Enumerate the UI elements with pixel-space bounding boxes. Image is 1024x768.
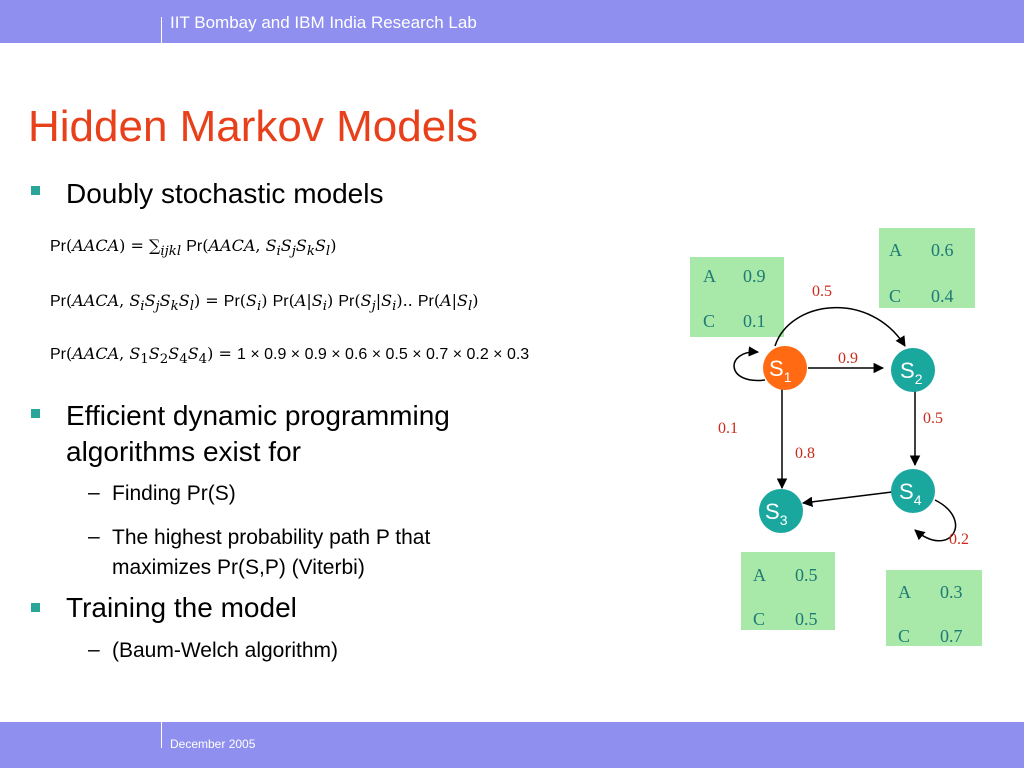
header-bar: IIT Bombay and IBM India Research Lab — [0, 0, 1024, 43]
state-node-s4 — [891, 469, 935, 513]
state-s1-index: 1 — [784, 369, 792, 385]
state-s4-index: 4 — [914, 492, 922, 508]
transition-s1-self-loop — [733, 346, 766, 382]
emission-table-s2: A 0.6 C 0.4 — [879, 228, 975, 308]
emission-s2-c-symbol: C — [889, 286, 901, 306]
sub-viterbi-line1: The highest probability path P that — [112, 526, 431, 549]
emission-s1-a-symbol: A — [703, 266, 716, 286]
state-s2-letter: S — [900, 358, 915, 383]
emission-box-s3 — [741, 552, 835, 630]
emission-s2-a-prob: 0.6 — [931, 240, 954, 260]
header-text: IIT Bombay and IBM India Research Lab — [170, 13, 477, 32]
emission-table-s1: A 0.9 C 0.1 — [690, 257, 784, 337]
emission-s4-c-prob: 0.7 — [940, 626, 963, 646]
bullet-marker — [31, 186, 40, 195]
svg-text:S3: S3 — [765, 499, 788, 528]
emission-s2-c-prob: 0.4 — [931, 286, 954, 306]
prob-label-s2-s4: 0.5 — [923, 410, 943, 427]
slide-title: Hidden Markov Models — [28, 102, 478, 151]
sub-baum-welch: (Baum-Welch algorithm) — [112, 639, 339, 662]
bullet-marker — [31, 603, 40, 612]
prob-label-s1-self: 0.1 — [718, 420, 738, 437]
sub-viterbi-line2: maximizes Pr(S,P) (Viterbi) — [112, 556, 365, 579]
state-node-s1 — [763, 346, 807, 390]
state-s4: S4 — [891, 469, 935, 513]
emission-box-s4 — [886, 570, 982, 646]
prob-label-s4-self: 0.2 — [949, 531, 969, 548]
state-node-s3 — [759, 489, 803, 533]
bullet-dp-line2: algorithms exist for — [66, 436, 301, 467]
sub-finding-pr: Finding Pr(S) — [112, 482, 236, 505]
state-s3-index: 3 — [780, 512, 788, 528]
bullet-doubly-stochastic: Doubly stochastic models — [66, 178, 384, 209]
header-divider — [161, 17, 162, 43]
bullet-marker — [31, 409, 40, 418]
emission-s4-a-prob: 0.3 — [940, 582, 963, 602]
state-s4-letter: S — [899, 479, 914, 504]
state-s2: S2 — [891, 348, 935, 392]
bullet-dp-line1: Efficient dynamic programming — [66, 400, 450, 431]
emission-s4-a-symbol: A — [898, 582, 911, 602]
emission-s3-c-prob: 0.5 — [795, 609, 818, 629]
footer-bar: December 2005 — [0, 722, 1024, 768]
prob-label-s1-s2-arc: 0.5 — [812, 283, 832, 300]
dash-marker: – — [88, 638, 100, 661]
emission-s1-c-prob: 0.1 — [743, 311, 766, 331]
svg-text:S4: S4 — [899, 479, 922, 508]
transition-s1-s2-arc — [774, 307, 906, 347]
svg-text:S1: S1 — [769, 356, 792, 385]
state-node-s2 — [891, 348, 935, 392]
transition-s4-s3 — [801, 491, 893, 508]
emission-s1-a-prob: 0.9 — [743, 266, 766, 286]
svg-text:S2: S2 — [900, 358, 923, 387]
equation-1: Pr(AACA) = ∑ijkl Pr(AACA, SiSjSkSl) — [50, 236, 337, 260]
state-s3-letter: S — [765, 499, 780, 524]
emission-s3-a-prob: 0.5 — [795, 565, 818, 585]
emission-s4-c-symbol: C — [898, 626, 910, 646]
emission-s3-a-symbol: A — [753, 565, 766, 585]
equation-3: Pr(AACA, S1S2S4S4) = 1 × 0.9 × 0.9 × 0.6… — [50, 344, 530, 368]
state-s1: S1 — [763, 346, 807, 390]
bullet-training: Training the model — [66, 592, 297, 623]
footer-divider — [161, 722, 162, 748]
emission-s2-a-symbol: A — [889, 240, 902, 260]
equation-2: Pr(AACA, SiSjSkSl) = Pr(Si) Pr(A|Si) Pr(… — [50, 291, 479, 315]
prob-label-s1-s2-direct: 0.9 — [838, 350, 858, 367]
dash-marker: – — [88, 481, 100, 504]
emission-s1-c-symbol: C — [703, 311, 715, 331]
emission-box-s1 — [690, 257, 784, 337]
emission-table-s4: A 0.3 C 0.7 — [886, 570, 982, 646]
transition-s4-self-loop — [914, 499, 957, 542]
emission-box-s2 — [879, 228, 975, 308]
dash-marker: – — [88, 525, 100, 548]
state-s3: S3 — [759, 489, 803, 533]
emission-s3-c-symbol: C — [753, 609, 765, 629]
footer-date: December 2005 — [170, 737, 256, 751]
state-s2-index: 2 — [915, 371, 923, 387]
state-s1-letter: S — [769, 356, 784, 381]
prob-label-s1-s3: 0.8 — [795, 445, 815, 462]
emission-table-s3: A 0.5 C 0.5 — [741, 552, 835, 630]
